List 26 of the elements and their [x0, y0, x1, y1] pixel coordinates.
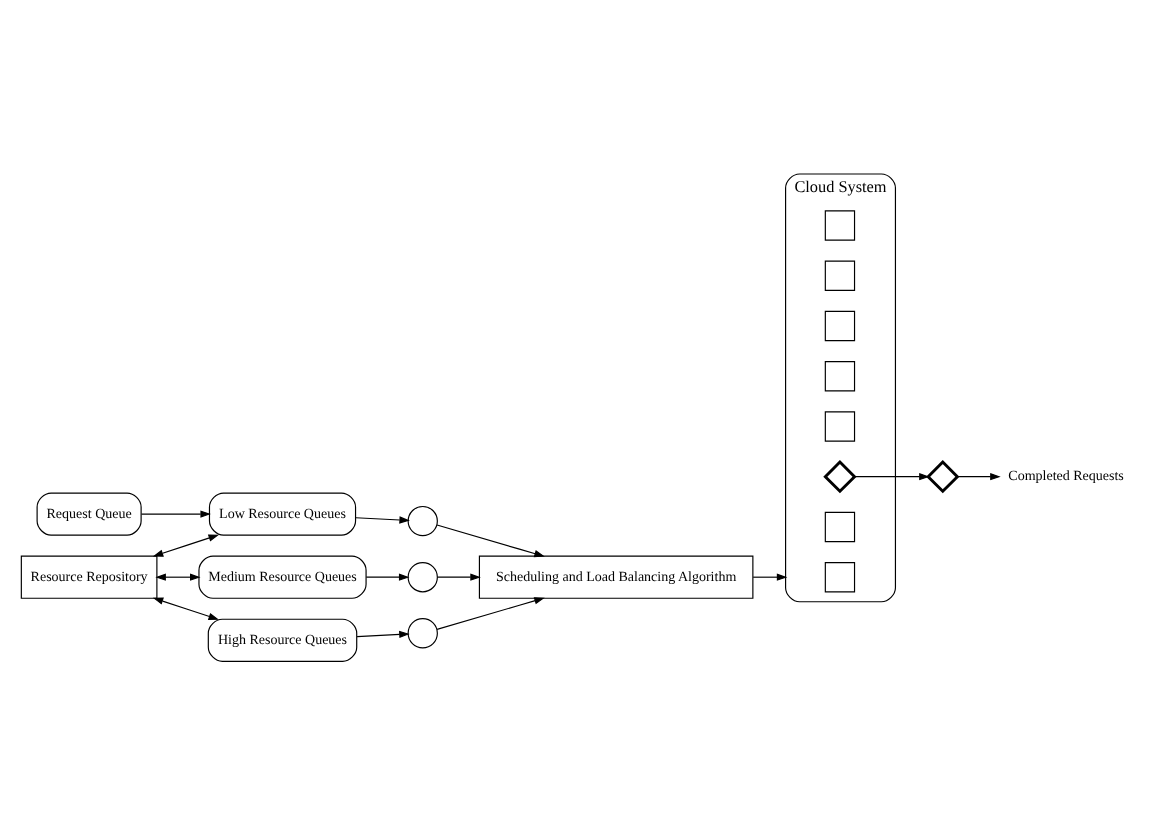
arrow	[365, 572, 410, 580]
arrow	[752, 572, 788, 580]
node-diamond	[926, 459, 960, 493]
cluster: Cloud System	[785, 172, 897, 602]
node-box	[824, 510, 856, 542]
arrow	[957, 472, 1001, 480]
arrow	[437, 572, 481, 580]
node-circle	[407, 617, 438, 648]
node-box	[824, 259, 856, 290]
arrow	[155, 572, 201, 580]
node-box	[824, 410, 856, 441]
node-diamond	[823, 459, 857, 493]
node-box	[824, 209, 856, 240]
arrow	[355, 515, 410, 523]
arrow	[152, 533, 220, 556]
arrow	[356, 629, 410, 638]
node-circle	[407, 504, 438, 536]
node-box	[824, 309, 856, 341]
arrow	[140, 509, 211, 517]
node-box	[824, 360, 856, 391]
arrow	[436, 523, 545, 557]
arrow	[436, 596, 545, 629]
arrow	[152, 596, 220, 619]
node-box	[824, 561, 856, 592]
node-circle	[407, 561, 438, 592]
arrow	[854, 472, 930, 480]
